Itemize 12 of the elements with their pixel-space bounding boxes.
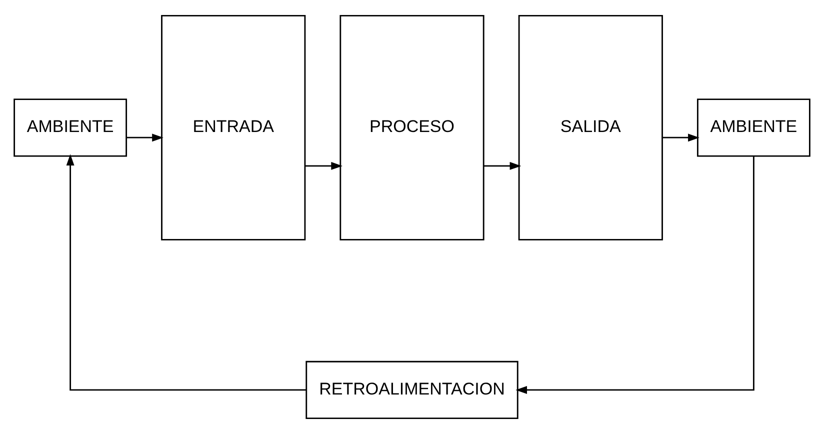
arrow xyxy=(66,154,306,391)
arrow xyxy=(126,134,164,142)
node-box: AMBIENTE xyxy=(696,98,810,157)
arrow xyxy=(516,156,754,394)
arrow xyxy=(662,134,700,142)
node-box: ENTRADA xyxy=(161,14,306,240)
arrow xyxy=(484,162,522,170)
node-box: PROCESO xyxy=(340,14,484,240)
node-box: RETROALIMENTACION xyxy=(306,360,518,420)
arrow xyxy=(304,162,342,170)
node-box: AMBIENTE xyxy=(14,98,128,157)
node-box: SALIDA xyxy=(518,14,663,240)
